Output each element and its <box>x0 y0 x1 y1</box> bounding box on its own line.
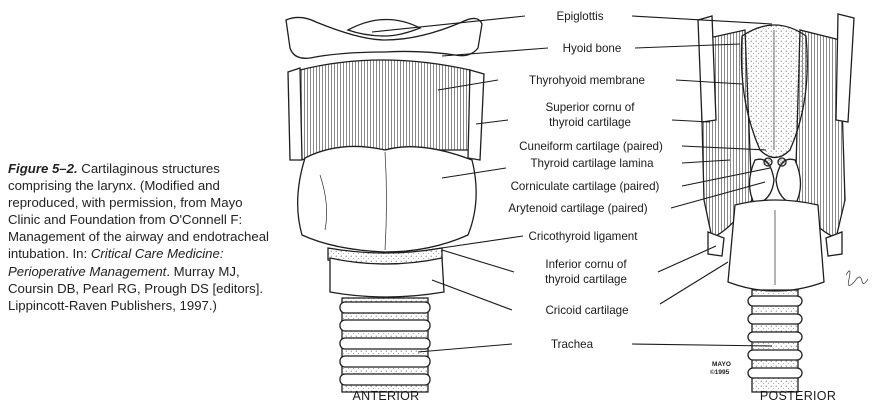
posterior-cricoid-lamina <box>728 200 824 291</box>
credit-mayo: MAYO <box>712 361 731 368</box>
posterior-arytenoid-right <box>776 159 801 205</box>
label-arytenoid: Arytenoid cartilage (paired) <box>508 202 647 215</box>
anterior-illustration <box>286 17 484 392</box>
label-cricothyroid-ligament: Cricothyroid ligament <box>529 230 639 243</box>
posterior-corniculate-right <box>778 158 786 166</box>
label-epiglottis: Epiglottis <box>556 10 603 23</box>
view-title-anterior: ANTERIOR <box>353 389 420 403</box>
label-inferior-cornu-line2: thyroid cartilage <box>545 273 627 286</box>
posterior-inferior-cornu-left <box>708 232 724 256</box>
label-superior-cornu-line2: thyroid cartilage <box>549 116 631 129</box>
anterior-superior-cornu-left <box>288 68 302 160</box>
posterior-superior-cornu-left <box>698 16 716 122</box>
credit-year: ©1995 <box>710 368 730 376</box>
posterior-inferior-cornu-right <box>826 232 842 256</box>
label-superior-cornu-line1: Superior cornu of <box>546 101 636 114</box>
posterior-illustration <box>698 14 868 392</box>
label-cuneiform: Cuneiform cartilage (paired) <box>519 140 663 153</box>
structure-labels: Epiglottis Hyoid bone Thyrohyoid membran… <box>508 10 663 351</box>
label-corniculate: Corniculate cartilage (paired) <box>511 180 660 193</box>
anterior-trachea <box>340 298 430 392</box>
label-trachea: Trachea <box>551 338 594 351</box>
artist-signature <box>846 271 868 286</box>
anterior-cricoid-cartilage <box>330 258 444 297</box>
posterior-corniculate-left <box>764 158 772 166</box>
posterior-arytenoid-left <box>750 159 775 205</box>
label-inferior-cornu-line1: Inferior cornu of <box>545 258 627 271</box>
posterior-superior-cornu-right <box>836 14 854 122</box>
view-title-posterior: POSTERIOR <box>760 389 836 403</box>
anterior-thyroid-cartilage <box>298 146 477 252</box>
label-hyoid-bone: Hyoid bone <box>563 42 622 55</box>
label-thyrohyoid-membrane: Thyrohyoid membrane <box>529 74 645 87</box>
anterior-thyrohyoid-membrane <box>300 60 470 160</box>
posterior-trachea <box>748 290 802 392</box>
label-cricoid: Cricoid cartilage <box>545 304 628 317</box>
label-thyroid-lamina: Thyroid cartilage lamina <box>530 157 654 170</box>
